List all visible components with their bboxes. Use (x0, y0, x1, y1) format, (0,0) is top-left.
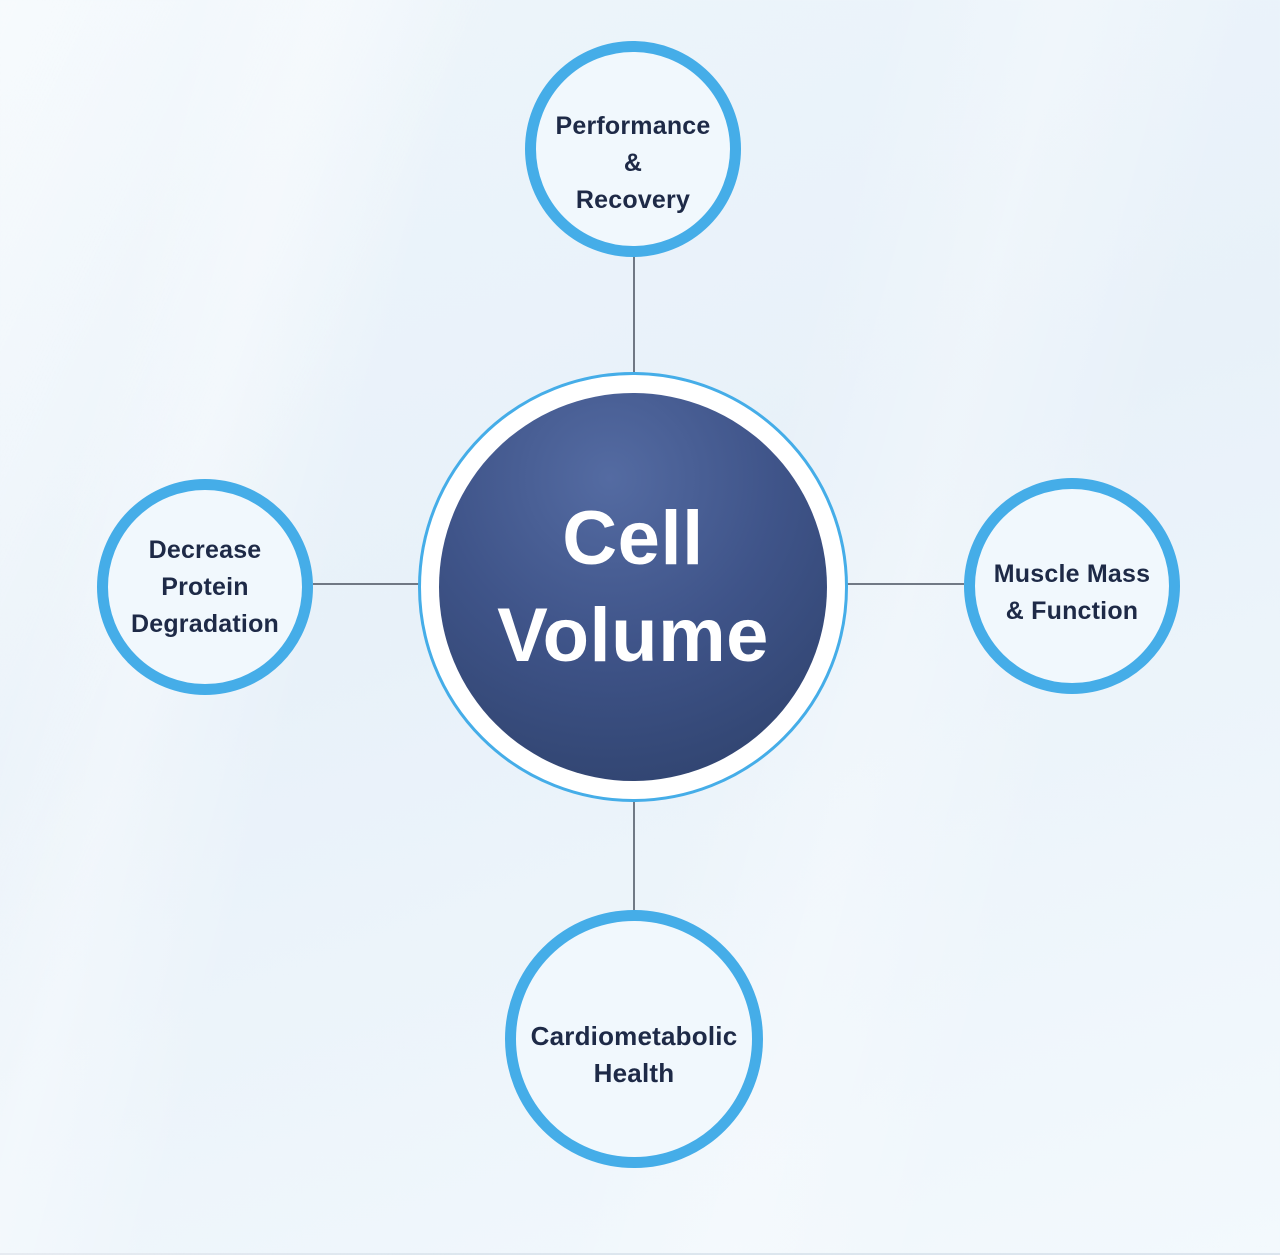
connector-center-to-right (847, 583, 964, 585)
center-label-line-2: Volume (497, 593, 769, 678)
node-label-line: Protein (161, 572, 249, 601)
node-label-line: Performance (555, 111, 711, 140)
node-performance-recovery-label: Performance & Recovery (555, 108, 710, 219)
node-performance-recovery: Performance & Recovery (525, 41, 741, 257)
center-node-cell-volume: Cell Volume (418, 372, 848, 802)
center-disc: Cell Volume (439, 393, 827, 781)
node-muscle-mass-function-label: Muscle Mass & Function (994, 556, 1150, 630)
center-label-line-1: Cell (562, 496, 704, 581)
node-label-line: & Function (1005, 597, 1139, 625)
node-label-line: Decrease (148, 535, 262, 564)
node-cardiometabolic-health: Cardiometabolic Health (505, 910, 763, 1168)
node-label-line: Muscle Mass (993, 560, 1151, 588)
node-label-line: & (623, 148, 643, 177)
connector-center-to-bottom (633, 801, 635, 911)
node-muscle-mass-function: Muscle Mass & Function (964, 478, 1180, 694)
node-decrease-protein-degradation-label: Decrease Protein Degradation (131, 532, 279, 643)
node-label-line: Degradation (130, 609, 280, 638)
connector-center-to-top (633, 256, 635, 373)
node-label-line: Recovery (575, 185, 691, 214)
node-cardiometabolic-health-label: Cardiometabolic Health (531, 1018, 738, 1092)
node-decrease-protein-degradation: Decrease Protein Degradation (97, 479, 313, 695)
center-label: Cell Volume (497, 490, 769, 684)
node-label-line: Health (593, 1058, 675, 1088)
node-label-line: Cardiometabolic (530, 1021, 738, 1051)
connector-center-to-left (313, 583, 419, 585)
